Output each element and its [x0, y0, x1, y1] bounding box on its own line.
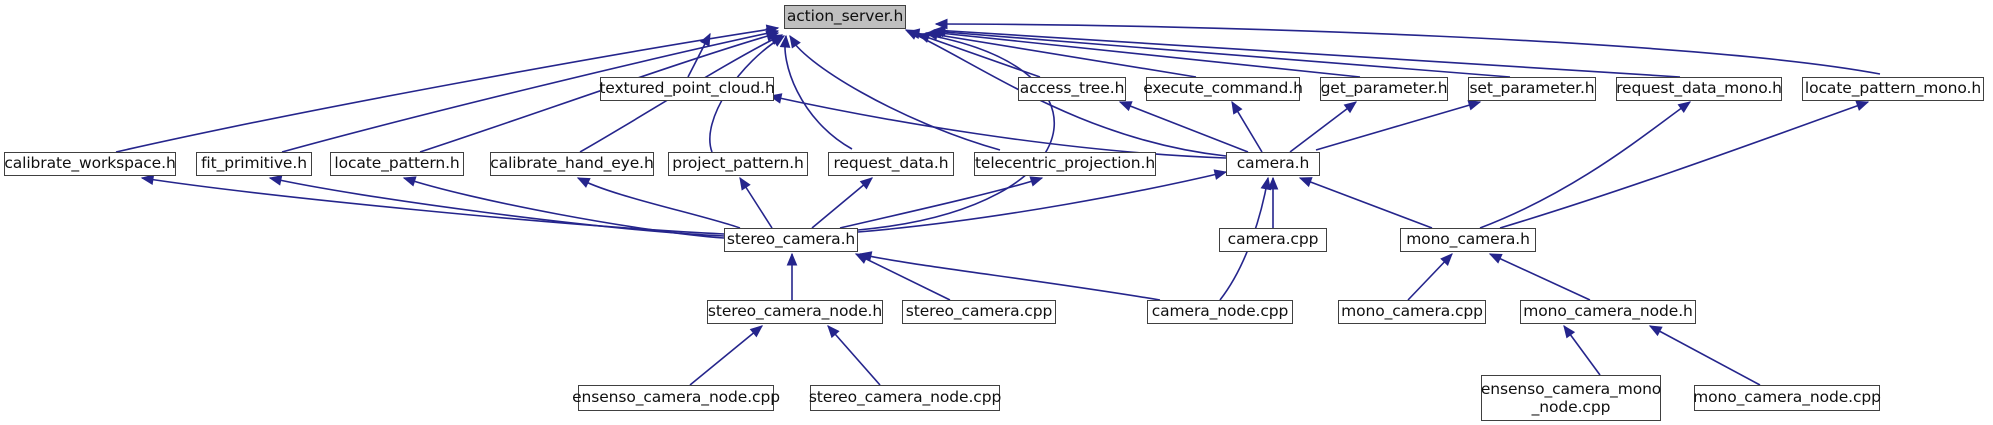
graph-node-execute-command[interactable]: execute_command.h: [1143, 77, 1303, 101]
graph-edge: [403, 177, 725, 239]
graph-edge-arrowhead: [1298, 177, 1313, 188]
graph-edge-arrowhead: [1029, 176, 1044, 187]
graph-edge: [1649, 325, 1761, 386]
graph-node-stereo-camera-node-cpp[interactable]: stereo_camera_node.cpp: [809, 385, 1001, 411]
graph-edge: [769, 95, 1227, 159]
graph-node-action-server[interactable]: action_server.h: [784, 5, 906, 29]
graph-edge-arrowhead: [1213, 169, 1228, 180]
graph-edge: [1479, 101, 1691, 229]
graph-edge-arrowhead: [140, 174, 155, 185]
graph-node-textured-point-cloud[interactable]: textured_point_cloud.h: [599, 77, 775, 101]
graph-edge-arrowhead: [934, 18, 948, 30]
graph-node-mono-camera-cpp[interactable]: mono_camera.cpp: [1338, 300, 1486, 324]
graph-edge: [935, 23, 1881, 75]
graph-node-camera-cpp[interactable]: camera.cpp: [1219, 228, 1327, 252]
graph-edge: [933, 29, 1681, 78]
graph-node-ensenso-camera-node-cpp[interactable]: ensenso_camera_node.cpp: [572, 385, 780, 411]
graph-node-mono-camera-node-cpp[interactable]: mono_camera_node.cpp: [1693, 385, 1881, 411]
graph-edge-arrowhead: [786, 252, 798, 266]
graph-edge: [859, 253, 1161, 301]
graph-edge-arrowhead: [854, 253, 869, 264]
graph-edge-arrowhead: [1563, 324, 1576, 339]
graph-edge-arrowhead: [1231, 100, 1243, 115]
graph-edge-arrowhead: [932, 25, 946, 37]
graph-node-calibrate-workspace[interactable]: calibrate_workspace.h: [4, 152, 176, 176]
graph-node-request-data-mono[interactable]: request_data_mono.h: [1616, 77, 1782, 101]
graph-edge: [115, 27, 779, 153]
graph-edge-arrowhead: [1488, 253, 1503, 264]
graph-edge: [827, 325, 881, 386]
graph-edge: [857, 31, 1055, 231]
graph-edge-arrowhead: [1440, 253, 1453, 267]
graph-node-locate-pattern[interactable]: locate_pattern.h: [330, 152, 464, 176]
graph-node-camera-node-cpp[interactable]: camera_node.cpp: [1147, 300, 1293, 324]
graph-edge: [281, 30, 779, 153]
graph-edge: [1119, 101, 1249, 153]
graph-edge: [689, 325, 763, 386]
graph-edge: [1299, 177, 1433, 229]
graph-edge-arrowhead: [739, 176, 751, 191]
graph-edge: [1499, 101, 1869, 229]
graph-edge: [839, 177, 1043, 229]
graph-edge-arrowhead: [779, 34, 791, 48]
graph-node-get-parameter[interactable]: get_parameter.h: [1320, 77, 1448, 101]
graph-edge-arrowhead: [771, 35, 786, 47]
graph-edge: [577, 177, 741, 229]
graph-node-ensenso-camera-mono-node-cpp[interactable]: ensenso_camera_mono _node.cpp: [1481, 375, 1661, 421]
graph-edge-arrowhead: [906, 28, 921, 39]
graph-edge-arrowhead: [1855, 100, 1870, 111]
graph-edge-arrowhead: [1118, 101, 1133, 112]
graph-node-access-tree[interactable]: access_tree.h: [1018, 77, 1126, 101]
graph-edge: [855, 253, 951, 301]
graph-edge: [1315, 101, 1481, 151]
graph-edge-arrowhead: [1467, 100, 1482, 111]
graph-edge: [1489, 253, 1591, 301]
graph-node-locate-pattern-mono[interactable]: locate_pattern_mono.h: [1802, 77, 1984, 101]
graph-node-stereo-camera-node-h[interactable]: stereo_camera_node.h: [707, 300, 883, 324]
graph-node-mono-camera-h[interactable]: mono_camera.h: [1400, 228, 1536, 252]
graph-edge-arrowhead: [1648, 325, 1663, 337]
graph-edge: [1289, 101, 1357, 153]
graph-edge: [931, 30, 1511, 78]
graph-node-project-pattern[interactable]: project_pattern.h: [668, 152, 808, 176]
graph-edge: [929, 31, 1361, 78]
graph-node-request-data[interactable]: request_data.h: [828, 152, 954, 176]
graph-edge: [925, 32, 1197, 78]
graph-edge-arrowhead: [789, 34, 801, 49]
graph-edge-arrowhead: [402, 176, 417, 187]
graph-edge-arrowhead: [268, 175, 283, 186]
graph-edge: [789, 35, 1001, 151]
graph-node-telecentric-projection[interactable]: telecentric_projection.h: [974, 152, 1156, 176]
graph-edge-arrowhead: [1343, 101, 1358, 114]
graph-edge-arrowhead: [749, 325, 764, 338]
graph-edge-arrowhead: [576, 177, 591, 188]
graph-edge-arrowhead: [859, 177, 873, 190]
graph-edge: [917, 33, 1041, 78]
graph-node-fit-primitive[interactable]: fit_primitive.h: [196, 152, 312, 176]
graph-node-calibrate-hand-eye[interactable]: calibrate_hand_eye.h: [490, 152, 654, 176]
graph-edge-arrowhead: [1267, 176, 1279, 190]
graph-edge: [811, 177, 873, 229]
graph-node-camera-h[interactable]: camera.h: [1226, 152, 1320, 176]
graph-edge: [784, 35, 853, 150]
graph-node-stereo-camera-cpp[interactable]: stereo_camera.cpp: [902, 300, 1056, 324]
graph-edge: [269, 177, 725, 237]
graph-edge-arrowhead: [827, 325, 840, 339]
graph-node-stereo-camera-h[interactable]: stereo_camera.h: [724, 228, 858, 252]
graph-edge: [857, 171, 1227, 233]
graph-node-set-parameter[interactable]: set_parameter.h: [1468, 77, 1596, 101]
graph-edge-arrowhead: [1677, 101, 1692, 114]
graph-edge-arrowhead: [1260, 176, 1272, 191]
graph-node-mono-camera-node-h[interactable]: mono_camera_node.h: [1520, 300, 1696, 324]
